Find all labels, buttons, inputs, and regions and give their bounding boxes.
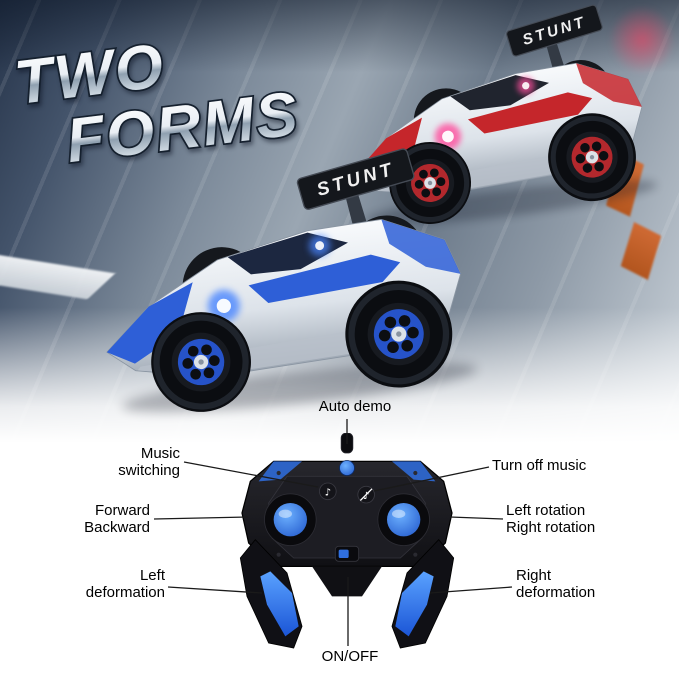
- label-on-off: ON/OFF: [321, 648, 379, 665]
- headlight-core: [216, 298, 231, 313]
- screw: [276, 552, 281, 557]
- mute-button: ♪: [357, 485, 375, 504]
- side-stripe: [467, 92, 593, 134]
- rear-wheel: [548, 113, 636, 202]
- label-forward-backward: Forward Backward: [84, 502, 150, 536]
- auto-demo-button: [339, 460, 355, 476]
- label-rotation: Left rotation Right rotation: [506, 502, 596, 536]
- screw: [413, 470, 418, 476]
- music-switch-button: ♪: [319, 482, 337, 501]
- rear-wheel: [345, 280, 453, 388]
- two-forms-title: TWO FORMS: [9, 29, 305, 172]
- left-joystick-highlight: [278, 509, 292, 518]
- left-grip-blade: [260, 571, 299, 637]
- music-note-icon: ♪: [325, 488, 331, 499]
- left-joystick: [273, 503, 307, 537]
- screw: [413, 552, 418, 557]
- power-switch: [334, 545, 360, 562]
- front-wheel: [151, 312, 251, 412]
- label-right-deformation: Right deformation: [516, 567, 596, 601]
- right-joystick-highlight: [392, 509, 406, 518]
- music-off-icon: ♪: [363, 491, 369, 502]
- screw: [276, 470, 281, 476]
- lane-marking-orange-2: [620, 222, 662, 280]
- label-left-deformation: Left deformation: [85, 567, 165, 601]
- red-stunt-car: STUNT: [351, 4, 657, 225]
- canopy-light-core: [522, 82, 530, 90]
- label-music-switching: Music switching: [118, 445, 180, 479]
- stunt-flag: STUNT: [506, 4, 603, 57]
- antenna: [340, 432, 354, 454]
- road-background: STUNT: [0, 0, 679, 452]
- remote-controller: ♪ ♪: [222, 432, 472, 658]
- mute-slash: [359, 488, 373, 501]
- blue-stunt-car: STUNT: [106, 148, 477, 413]
- side-stripe: [248, 254, 401, 303]
- right-grip-blade: [395, 571, 434, 637]
- nose-accent: [106, 282, 193, 364]
- label-turn-off-music: Turn off music: [492, 457, 587, 474]
- label-auto-demo: Auto demo: [318, 398, 392, 415]
- rear-accent: [576, 63, 642, 107]
- rear-accent: [381, 219, 461, 274]
- headlight-core: [442, 130, 454, 143]
- bottom-center-panel: [312, 566, 382, 597]
- canopy-light-core: [315, 241, 325, 251]
- right-joystick: [387, 503, 421, 537]
